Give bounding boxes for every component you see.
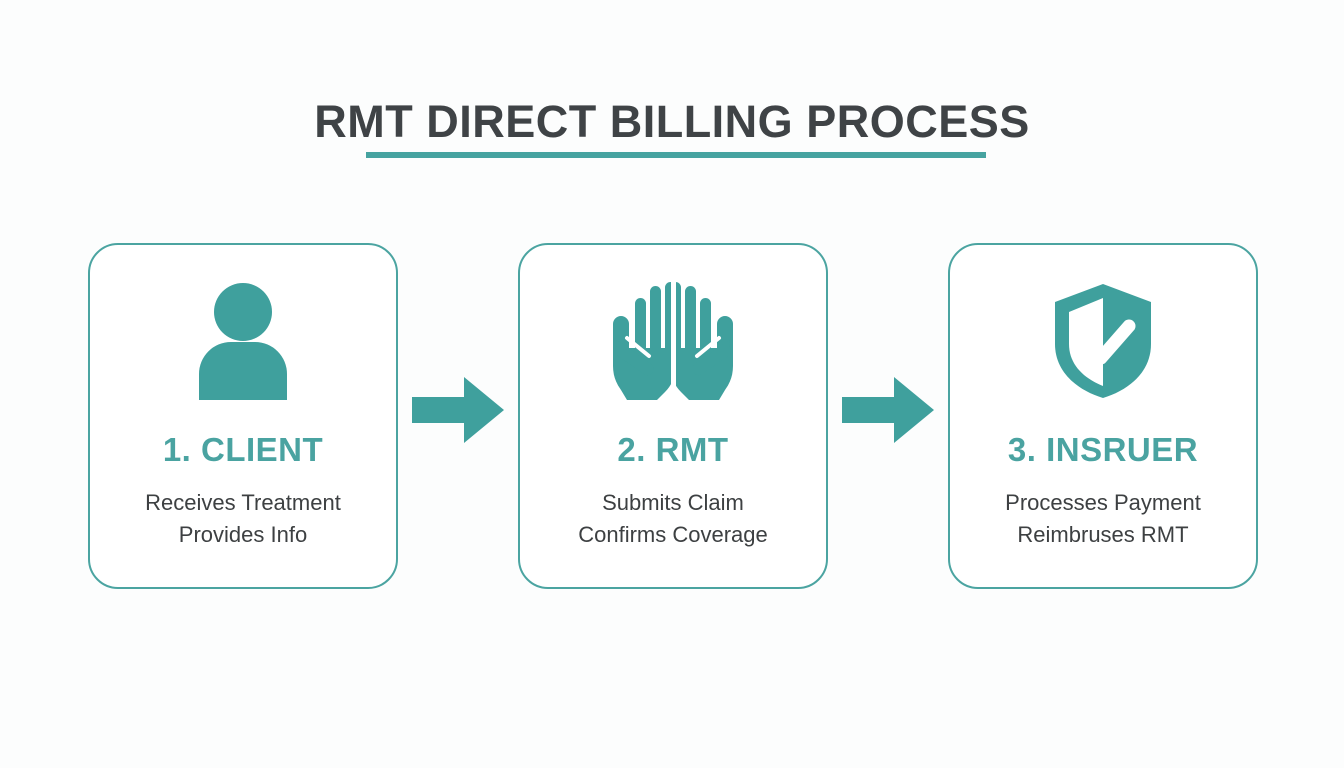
arrow-right-icon (842, 377, 934, 443)
title-block: RMT DIRECT BILLING PROCESS (0, 96, 1344, 158)
step-description: Processes Payment Reimbruses RMT (1005, 487, 1201, 551)
step-heading: 1. CLIENT (162, 431, 324, 468)
step-heading: 3. INSRUER (1007, 431, 1199, 468)
open-hands-icon (605, 275, 741, 407)
title-underline (366, 152, 986, 158)
step-card-rmt[interactable]: 2. RMT Submits Claim Confirms Coverage (518, 243, 828, 589)
step-description-line-1: Submits Claim (602, 490, 744, 515)
step-description: Receives Treatment Provides Info (145, 487, 341, 551)
step-description-line-1: Receives Treatment (145, 490, 341, 515)
shield-check-icon (1051, 275, 1155, 407)
process-flow: 1. CLIENT Receives Treatment Provides In… (88, 243, 1258, 589)
step-card-client[interactable]: 1. CLIENT Receives Treatment Provides In… (88, 243, 398, 589)
step-description-line-1: Processes Payment (1005, 490, 1201, 515)
person-icon (193, 275, 293, 407)
step-description: Submits Claim Confirms Coverage (578, 487, 768, 551)
arrow-right-icon (412, 377, 504, 443)
page-title: RMT DIRECT BILLING PROCESS (314, 96, 1030, 147)
step-description-line-2: Confirms Coverage (578, 522, 768, 547)
step-description-line-2: Reimbruses RMT (1017, 522, 1189, 547)
step-heading: 2. RMT (617, 431, 729, 468)
flow-connector-2 (842, 243, 934, 589)
step-card-insurer[interactable]: 3. INSRUER Processes Payment Reimbruses … (948, 243, 1258, 589)
flow-connector-1 (412, 243, 504, 589)
step-description-line-2: Provides Info (178, 522, 308, 547)
